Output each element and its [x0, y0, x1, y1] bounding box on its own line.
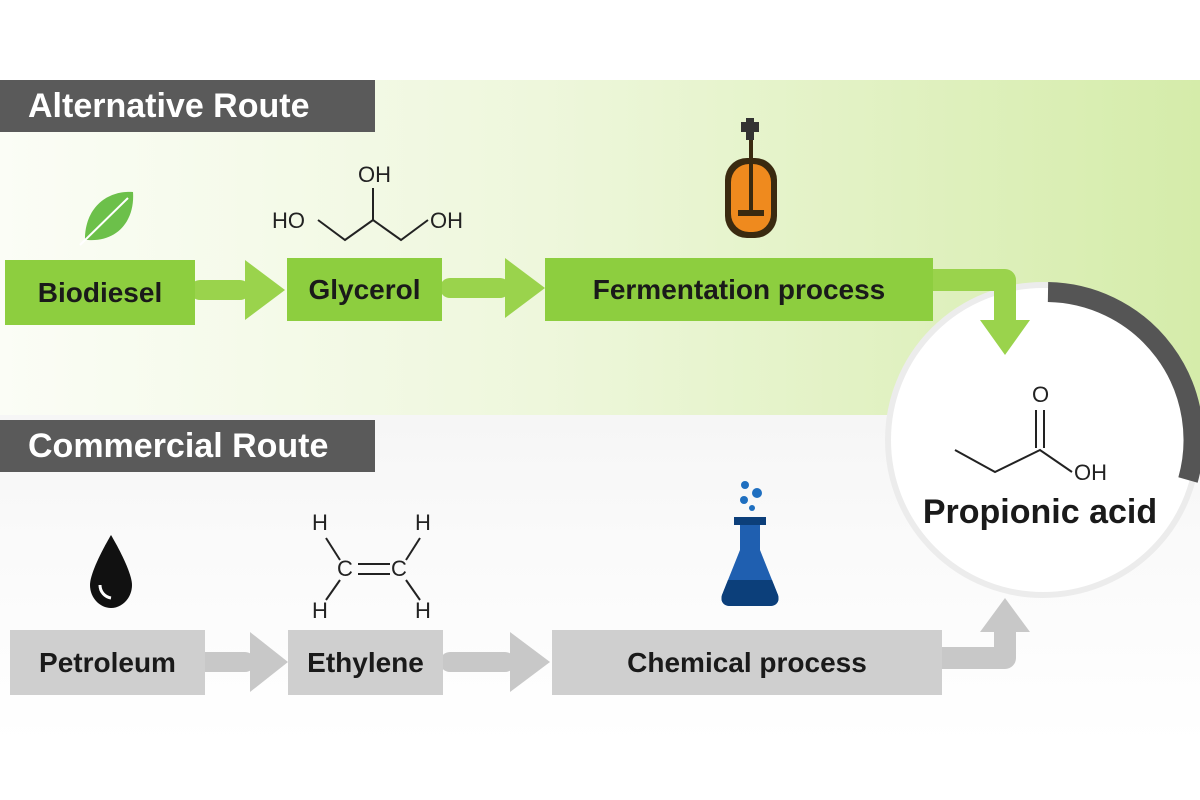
ethylene-structure: [325, 537, 421, 601]
alternative-route-label: Alternative Route: [0, 80, 375, 132]
step-chemical: Chemical process: [552, 630, 942, 695]
step-biodiesel: Biodiesel: [5, 260, 195, 325]
ethylene-h-top-right: H: [415, 510, 431, 535]
commercial-route-label: Commercial Route: [0, 420, 375, 472]
ethylene-c-left: C: [337, 556, 353, 581]
propionic-acid-structure: [954, 410, 1073, 474]
arrow-chemical-product: [929, 598, 1030, 669]
product-name: Propionic acid: [922, 493, 1158, 531]
step-glycerol: Glycerol: [287, 258, 442, 321]
arrow-ethylene-chemical: [440, 632, 550, 692]
product-ring-arc: [1047, 282, 1200, 483]
glycerol-ho-left: HO: [272, 208, 305, 233]
propionic-o: O: [1032, 382, 1050, 407]
glycerol-oh-right: OH: [430, 208, 463, 233]
bioreactor-icon: [725, 118, 777, 238]
arrow-fermentation-product: [917, 269, 1030, 355]
ethylene-h-bottom-left: H: [312, 598, 328, 623]
ethylene-h-bottom-right: H: [415, 598, 431, 623]
glycerol-oh-top: OH: [358, 162, 391, 187]
flask-icon: [721, 481, 779, 606]
glycerol-structure: [317, 188, 429, 242]
ethylene-h-top-left: H: [312, 510, 328, 535]
oil-drop-icon: [90, 535, 132, 608]
arrow-biodiesel-glycerol: [190, 260, 285, 320]
step-fermentation: Fermentation process: [545, 258, 933, 321]
ethylene-c-right: C: [391, 556, 407, 581]
arrow-glycerol-fermentation: [440, 258, 545, 318]
step-petroleum: Petroleum: [10, 630, 205, 695]
arrow-petroleum-ethylene: [195, 632, 288, 692]
leaf-icon: [79, 191, 134, 246]
step-ethylene: Ethylene: [288, 630, 443, 695]
diagram-canvas: Alternative Route Commercial Route Biodi…: [0, 80, 1200, 745]
diagram-graphics: [79, 118, 1200, 692]
propionic-oh: OH: [1074, 460, 1107, 485]
